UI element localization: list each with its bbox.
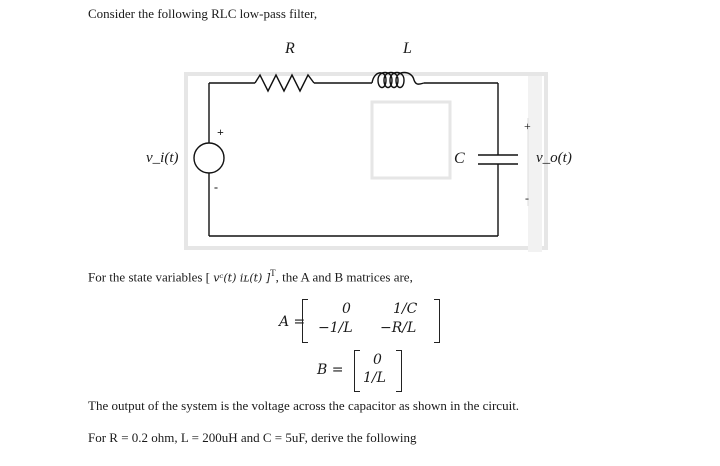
state-text-suffix: , the A and B matrices are, (275, 269, 413, 285)
matrix-a-right-bracket (434, 299, 440, 343)
voltage-source-symbol (193, 142, 225, 174)
output-plus-sign: + (524, 119, 531, 133)
state-text-prefix: For the state variables [ (88, 269, 211, 285)
matrix-a-left-bracket (302, 299, 308, 343)
state-text-transpose: T (270, 268, 276, 278)
resistor-label: R (285, 40, 295, 57)
output-label: v_o(t) (536, 150, 572, 166)
output-minus-sign: - (525, 191, 529, 205)
matrix-b-left-bracket (354, 350, 360, 392)
resistor-symbol (254, 73, 315, 93)
matrix-a-r2c1: −1/L (318, 320, 353, 336)
matrix-b-name: B = (317, 362, 344, 378)
inductor-label: L (403, 40, 412, 57)
matrix-a-r2c2: −R/L (380, 320, 417, 336)
state-text-vars: vᶜ(t) iʟ(t) ] (213, 271, 271, 285)
matrix-b-r1: 0 (373, 352, 382, 368)
intro-text: Consider the following RLC low-pass filt… (88, 6, 318, 21)
matrix-a-r1c2: 1/C (393, 301, 418, 317)
source-label: v_i(t) (146, 150, 179, 166)
given-values-text: For R = 0.2 ohm, L = 200uH and C = 5uF, … (88, 430, 417, 445)
matrix-b-right-bracket (396, 350, 402, 392)
scan-shadow-outer (184, 72, 548, 250)
matrix-a-r1c1: 0 (342, 301, 351, 317)
matrix-a-name: A = (279, 314, 306, 330)
source-minus-sign: - (214, 180, 218, 194)
capacitor-label: C (454, 150, 465, 167)
scan-shadow-strip (528, 76, 542, 252)
matrix-b-r2: 1/L (363, 370, 386, 386)
scan-shadow-inner (370, 100, 452, 180)
output-description-text: The output of the system is the voltage … (88, 398, 520, 413)
source-plus-sign: + (217, 125, 224, 139)
inductor-symbol (371, 71, 425, 89)
state-variables-text: For the state variables [ vᶜ(t) iʟ(t) ]T… (88, 268, 413, 285)
